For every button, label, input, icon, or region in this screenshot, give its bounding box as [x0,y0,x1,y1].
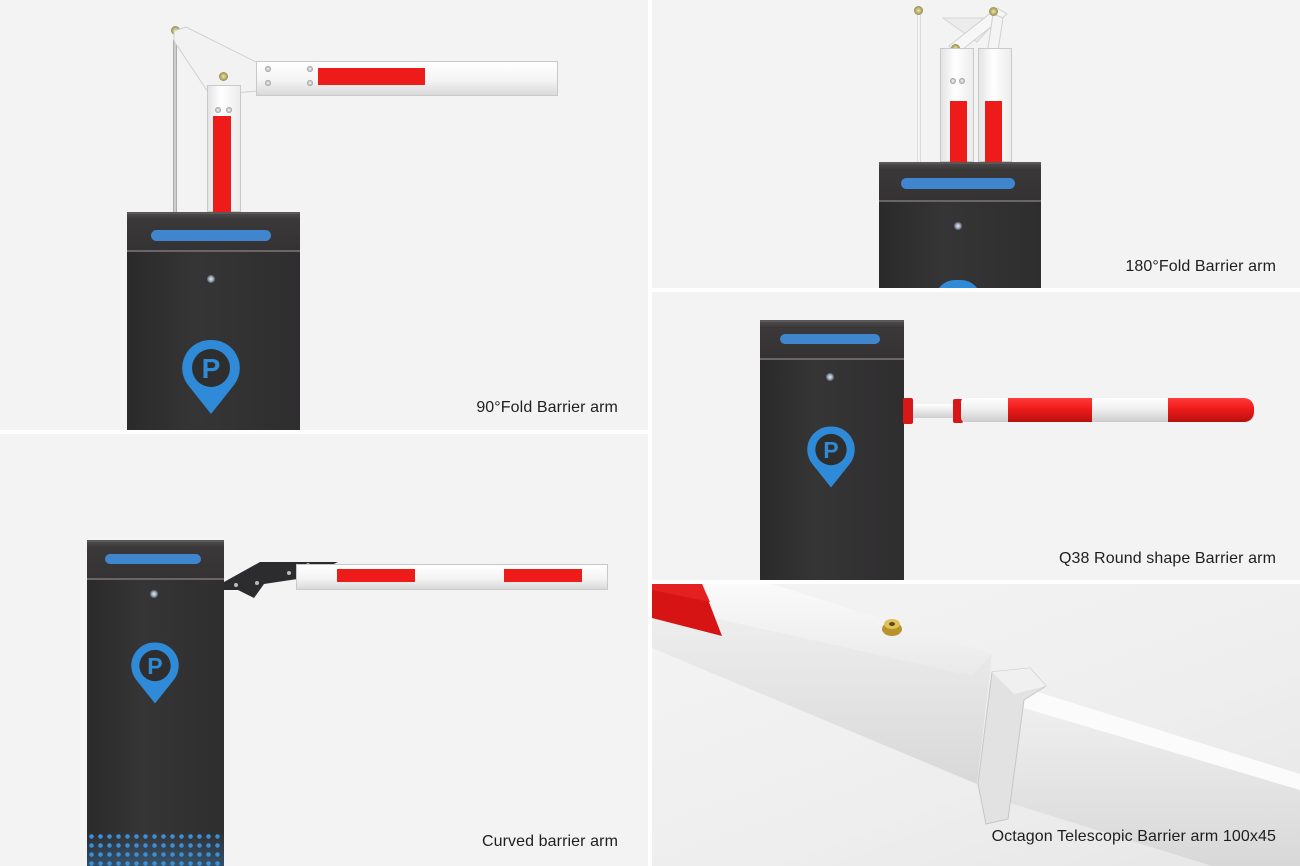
screw [226,107,232,113]
barrier-cabinet: P [127,212,300,430]
barrier-cabinet: P [760,320,904,580]
lock-icon [954,222,962,230]
screw [307,66,313,72]
telescopic-arm-closeup [652,584,1300,866]
barrier-cabinet: P [87,540,224,866]
parking-pin-icon: P [807,426,855,488]
panel-q38-round: P Q38 Round shape Barrier arm [652,292,1300,580]
lock-icon [207,275,215,283]
red-band [1008,398,1092,422]
arm-collar [953,399,963,423]
panel-fold-180: 180°Fold Barrier arm [652,0,1300,288]
panel-curved: P Curved barrier arm [0,434,648,866]
panel-fold-90: P 90°Fold Barrier arm [0,0,648,430]
panel-caption: 180°Fold Barrier arm [1125,258,1276,275]
arm-connector [913,404,955,418]
panel-caption: Octagon Telescopic Barrier arm 100x45 [991,828,1276,845]
indicator-light [780,334,880,344]
support-rod [917,12,921,162]
screw [265,80,271,86]
screw [215,107,221,113]
parking-pin-icon: P [131,642,179,704]
indicator-light [105,554,201,564]
parking-pin-icon: P [182,339,240,414]
svg-text:P: P [147,653,162,679]
red-reflective-stripe [337,569,415,582]
red-band [1168,398,1254,422]
red-reflective-stripe [950,101,967,162]
bolt [914,6,923,15]
panel-caption: Curved barrier arm [481,833,618,850]
decorative-diamond-pattern [87,832,224,866]
panel-caption: Q38 Round shape Barrier arm [1058,550,1276,567]
support-rod [173,40,177,212]
panel-octagon-telescopic: Octagon Telescopic Barrier arm 100x45 [652,584,1300,866]
bolt [219,72,228,81]
indicator-light [901,178,1015,189]
svg-text:P: P [202,353,221,384]
red-reflective-stripe [213,116,231,212]
bolt [989,7,998,16]
screw [959,78,965,84]
svg-text:P: P [823,437,838,463]
arm-mount-cap [903,398,913,424]
parking-pin-icon [935,280,981,288]
panel-caption: 90°Fold Barrier arm [476,399,618,416]
indicator-light [151,230,271,241]
screw [265,66,271,72]
screw [950,78,956,84]
barrier-cabinet [879,162,1041,288]
lock-icon [150,590,158,598]
lock-icon [826,373,834,381]
red-reflective-stripe [504,569,582,582]
red-reflective-stripe [318,68,425,85]
screw [307,80,313,86]
red-reflective-stripe [985,101,1002,162]
